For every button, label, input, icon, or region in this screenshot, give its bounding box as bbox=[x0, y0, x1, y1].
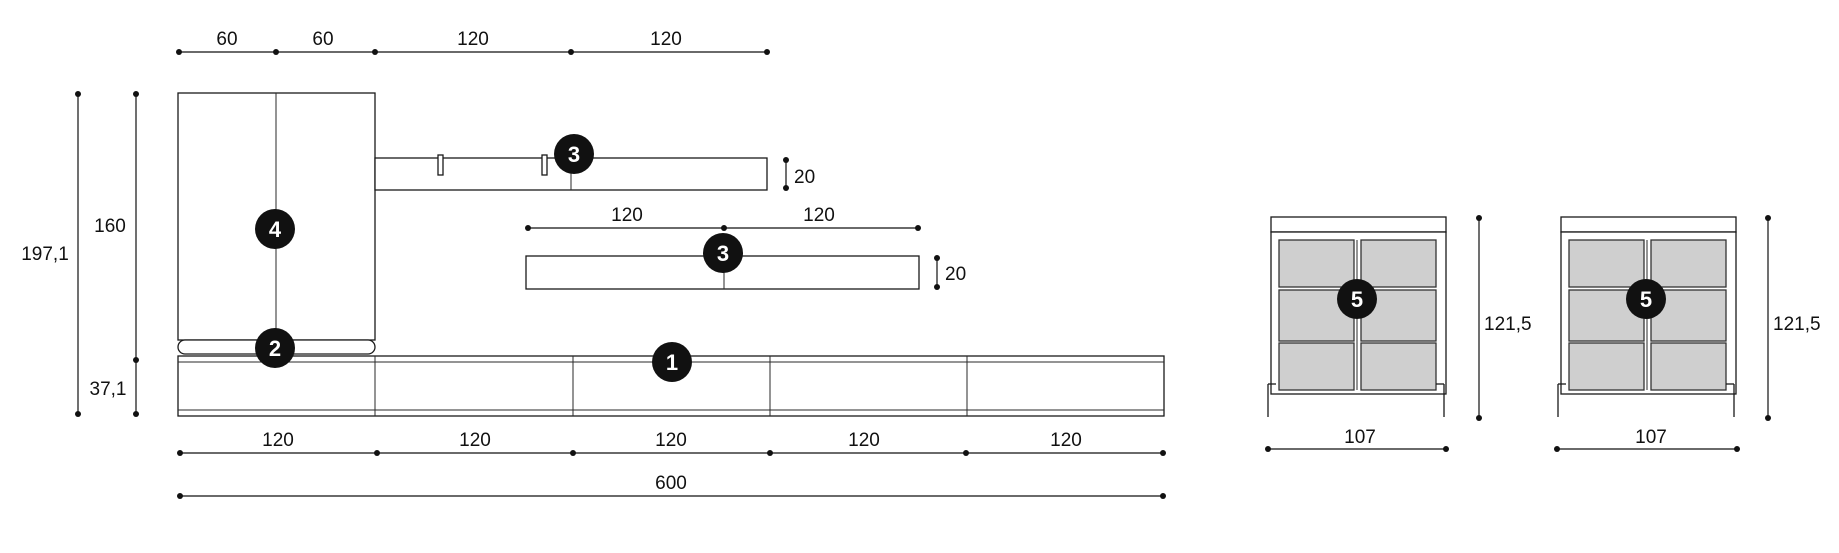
top-dim-1: 60 bbox=[216, 29, 237, 50]
top-dimension: 60 60 120 120 bbox=[176, 29, 770, 55]
base-width-2: 120 bbox=[459, 430, 491, 451]
badge-3-lower: 3 bbox=[703, 233, 743, 273]
height-total-label: 197,1 bbox=[21, 244, 69, 265]
svg-text:3: 3 bbox=[717, 241, 729, 266]
svg-text:1: 1 bbox=[666, 350, 678, 375]
badge-2: 2 bbox=[255, 328, 295, 368]
base-width-dims: 120 120 120 120 120 bbox=[177, 430, 1166, 456]
base-width-1: 120 bbox=[262, 430, 294, 451]
badge-1: 1 bbox=[652, 342, 692, 382]
height-upper-label: 160 bbox=[94, 216, 126, 237]
svg-text:2: 2 bbox=[269, 336, 281, 361]
svg-text:5: 5 bbox=[1351, 287, 1363, 312]
lower-shelf-width-dim: 120 120 bbox=[525, 205, 921, 231]
badge-5-left: 5 bbox=[1337, 279, 1377, 319]
cabinet-left-width-dim: 107 bbox=[1265, 427, 1449, 452]
cabinet-right-height-label: 121,5 bbox=[1773, 314, 1821, 335]
height-lower-label: 37,1 bbox=[90, 379, 127, 400]
lower-shelf-height-label: 20 bbox=[945, 264, 966, 285]
top-dim-4: 120 bbox=[650, 29, 682, 50]
base-total-dim: 600 bbox=[177, 473, 1166, 499]
lower-shelf-width-1: 120 bbox=[611, 205, 643, 226]
cabinet-left-height-label: 121,5 bbox=[1484, 314, 1532, 335]
base-total-label: 600 bbox=[655, 473, 687, 494]
svg-text:5: 5 bbox=[1640, 287, 1652, 312]
upper-shelf-height-dim: 20 bbox=[783, 157, 815, 191]
cabinet-right-width-dim: 107 bbox=[1554, 427, 1740, 452]
svg-text:4: 4 bbox=[269, 217, 282, 242]
badge-4: 4 bbox=[255, 209, 295, 249]
svg-text:3: 3 bbox=[568, 142, 580, 167]
upper-shelf-height-label: 20 bbox=[794, 167, 815, 188]
lower-shelf-width-2: 120 bbox=[803, 205, 835, 226]
cabinet-left-width-label: 107 bbox=[1344, 427, 1376, 448]
left-dimension-total: 197,1 bbox=[21, 91, 81, 417]
badge-3-upper: 3 bbox=[554, 134, 594, 174]
cabinet-right-height-dim: 121,5 bbox=[1765, 215, 1821, 421]
cabinet-right-width-label: 107 bbox=[1635, 427, 1667, 448]
left-dimension-parts: 160 37,1 bbox=[90, 91, 139, 417]
lower-shelf-height-dim: 20 bbox=[934, 255, 966, 290]
badge-5-right: 5 bbox=[1626, 279, 1666, 319]
base-width-4: 120 bbox=[848, 430, 880, 451]
cabinet-left-height-dim: 121,5 bbox=[1476, 215, 1532, 421]
top-dim-3: 120 bbox=[457, 29, 489, 50]
top-dim-2: 60 bbox=[312, 29, 333, 50]
base-width-3: 120 bbox=[655, 430, 687, 451]
base-width-5: 120 bbox=[1050, 430, 1082, 451]
